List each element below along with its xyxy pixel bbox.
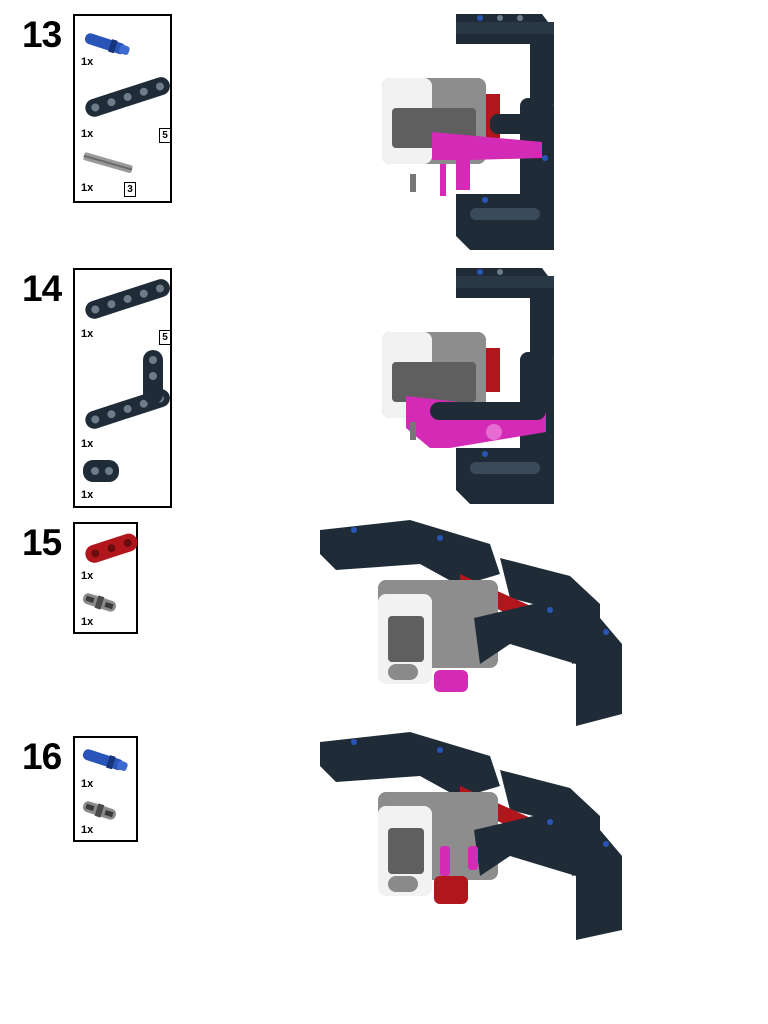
gray-pin-icon <box>81 799 118 822</box>
dark-connector-icon <box>83 460 119 482</box>
step-number: 15 <box>22 522 62 563</box>
part-quantity: 1x <box>81 438 94 450</box>
red-beam-3-icon <box>85 533 137 563</box>
part-quantity: 1x <box>81 489 94 501</box>
part-quantity: 1x <box>81 824 94 836</box>
dark-beam-5-icon <box>83 276 171 322</box>
parts-list: 1x 1x <box>73 736 138 842</box>
parts-list: 1x 1x 5 1x 3 <box>73 14 172 203</box>
part-quantity: 1x <box>81 616 94 628</box>
step-number: 13 <box>22 14 62 55</box>
part-quantity: 1x <box>81 778 94 790</box>
gray-pin-icon <box>81 591 118 614</box>
assembly-model <box>320 732 622 940</box>
blue-axle-pin-icon <box>81 747 130 774</box>
parts-list: 1x 5 1x 1x <box>73 268 172 508</box>
step-number: 16 <box>22 736 62 777</box>
part-quantity: 1x <box>81 56 94 68</box>
step-number: 14 <box>22 268 62 309</box>
dark-angle-beam-icon <box>83 350 171 432</box>
part-length: 5 <box>159 330 171 345</box>
parts-list: 1x 1x <box>73 522 138 634</box>
part-quantity: 1x <box>81 328 94 340</box>
part-quantity: 1x <box>81 128 94 140</box>
gray-axle-3-icon <box>83 152 133 173</box>
part-quantity: 1x <box>81 570 94 582</box>
assembly-model <box>382 268 554 504</box>
assembly-model <box>320 520 622 726</box>
part-length: 5 <box>159 128 171 143</box>
blue-axle-pin-icon <box>83 31 132 56</box>
part-quantity: 1x <box>81 182 94 194</box>
assembly-model <box>382 14 554 250</box>
part-length: 3 <box>124 182 136 197</box>
dark-beam-5-icon <box>83 74 171 120</box>
